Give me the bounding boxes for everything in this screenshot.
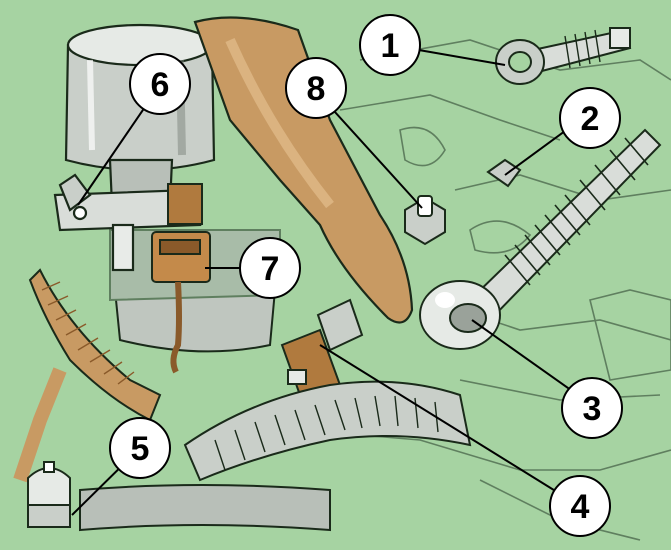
callout-5: 5 xyxy=(109,417,171,479)
callout-6: 6 xyxy=(129,53,191,115)
callout-4: 4 xyxy=(549,475,611,537)
callout-6-label: 6 xyxy=(151,66,170,104)
connector-7 xyxy=(151,183,211,374)
leader-4 xyxy=(319,344,579,506)
callout-5-label: 5 xyxy=(131,430,150,468)
wiring-harness xyxy=(13,268,472,532)
shift-cable-1 xyxy=(495,27,632,85)
bolt-8 xyxy=(404,195,446,246)
callout-7: 7 xyxy=(239,237,301,299)
callout-4-label: 4 xyxy=(571,488,590,526)
shift-cable-3 xyxy=(419,128,662,350)
sensor-connector-4 xyxy=(280,298,364,397)
callout-3-label: 3 xyxy=(583,390,602,428)
callout-2-label: 2 xyxy=(581,100,600,138)
callout-1-label: 1 xyxy=(381,27,400,65)
callout-7-label: 7 xyxy=(261,250,280,288)
bracket-arm xyxy=(193,16,414,324)
callout-3: 3 xyxy=(561,377,623,439)
callout-8: 8 xyxy=(285,57,347,119)
callout-1: 1 xyxy=(359,14,421,76)
callout-2: 2 xyxy=(559,87,621,149)
callout-8-label: 8 xyxy=(307,70,326,108)
plug-connector-5 xyxy=(27,461,71,528)
clip-2 xyxy=(486,158,522,188)
